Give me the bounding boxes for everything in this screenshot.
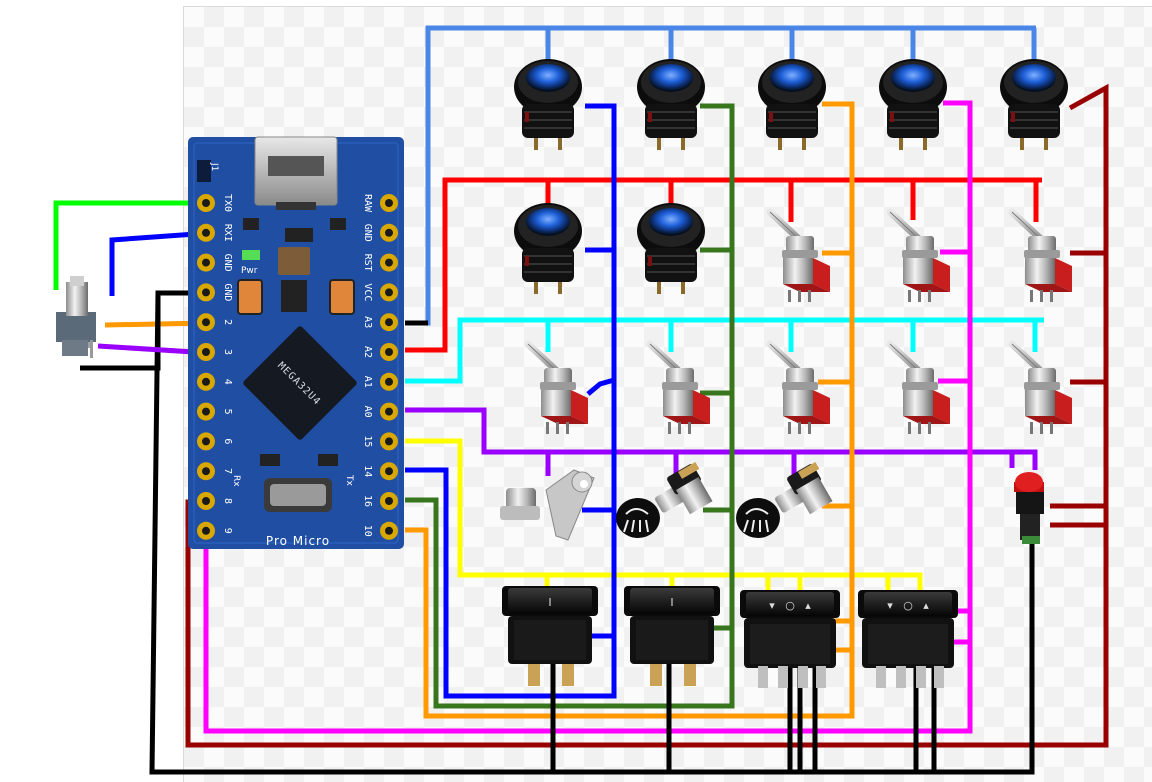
- toggle-switch-r3c3[interactable]: [770, 344, 830, 434]
- toggle-switch-r3c2[interactable]: [650, 344, 710, 434]
- left-pin-hole: [202, 288, 210, 297]
- wire-blue-encoder: [109, 230, 211, 296]
- wire-orange: [405, 101, 855, 719]
- left-pin-label: 8: [222, 498, 233, 504]
- wire-black-gnd: [80, 290, 206, 371]
- wire-lime: [53, 200, 210, 290]
- pro-micro-board: J1 Pwr MEGA32U4 Rx Tx Pro Micro TX0RXIGN…: [188, 136, 404, 549]
- left-pin-hole: [202, 348, 210, 356]
- right-pin-label: A2: [362, 346, 373, 358]
- pwr-label: Pwr: [241, 266, 258, 276]
- right-pin-label: GND: [362, 224, 373, 242]
- j1-label: J1: [209, 162, 219, 171]
- headlight-switch-2[interactable]: [735, 461, 834, 539]
- right-pin-label: A1: [362, 376, 373, 388]
- left-pin-label: 5: [222, 409, 233, 415]
- right-pin-hole: [385, 228, 393, 237]
- push-button-r1c3[interactable]: [757, 58, 827, 151]
- right-pin-label: 10: [362, 525, 373, 537]
- right-pin-hole: [385, 348, 393, 356]
- right-pin-hole: [385, 258, 393, 267]
- right-pin-label: 16: [362, 495, 373, 507]
- right-pin-label: A0: [362, 406, 373, 418]
- left-pin-hole: [202, 377, 210, 386]
- rocker-switch-1[interactable]: [502, 586, 598, 686]
- wire-blue: [405, 103, 617, 699]
- left-pin-label: TX0: [222, 194, 233, 212]
- left-pin-label: GND: [222, 283, 233, 301]
- left-pin-hole: [202, 467, 210, 476]
- toggle-switch-r3c4[interactable]: [890, 344, 950, 434]
- wire-green: [405, 103, 735, 709]
- push-button-r1c4[interactable]: [878, 58, 948, 151]
- left-pin-hole: [202, 318, 210, 327]
- left-pin-label: 4: [222, 379, 233, 385]
- right-pin-hole: [385, 318, 393, 327]
- left-pin-hole: [202, 199, 210, 207]
- toggle-switch-r2c4[interactable]: [890, 212, 950, 302]
- wire-cyan: [405, 317, 1044, 384]
- board-name: Pro Micro: [266, 534, 330, 548]
- left-pin-hole: [202, 407, 210, 416]
- push-button-r1c2[interactable]: [636, 58, 706, 151]
- toggle-switch-r3c1[interactable]: [528, 344, 588, 434]
- right-pin-label: 14: [362, 465, 373, 477]
- right-pin-label: 15: [362, 435, 373, 447]
- right-pin-hole: [385, 199, 393, 207]
- key-switch[interactable]: [500, 469, 595, 541]
- right-pin-hole: [385, 407, 393, 416]
- right-pin-hole: [385, 497, 393, 505]
- push-button-r1c5[interactable]: [999, 58, 1069, 151]
- right-pin-label: RST: [362, 254, 373, 272]
- push-button-r1c1[interactable]: [513, 58, 583, 151]
- left-pin-hole: [202, 228, 210, 237]
- toggle-switch-r2c5[interactable]: [1012, 212, 1072, 302]
- left-pin-label: 9: [222, 528, 233, 534]
- push-button-r2c1[interactable]: [513, 202, 583, 295]
- rocker-switch-2[interactable]: [624, 586, 720, 686]
- headlight-switch-1[interactable]: [615, 461, 714, 539]
- left-pin-label: 7: [222, 468, 233, 474]
- toggle-switch-r2c3[interactable]: [770, 212, 830, 302]
- wire-red: [405, 177, 1042, 353]
- wire-magenta: [203, 100, 973, 734]
- rocker-switch-3pos-2[interactable]: [858, 590, 958, 688]
- right-pin-label: A3: [362, 316, 373, 328]
- right-pin-hole: [385, 467, 393, 476]
- left-pin-label: 3: [222, 349, 233, 355]
- rotary-encoder: [56, 276, 96, 358]
- left-pin-label: GND: [222, 254, 233, 272]
- right-pin-hole: [385, 526, 393, 535]
- push-button-r2c2[interactable]: [636, 202, 706, 295]
- right-pin-hole: [385, 437, 393, 446]
- left-pin-hole: [202, 258, 210, 267]
- tx-label: Tx: [344, 474, 354, 486]
- left-pin-hole: [202, 437, 210, 446]
- wire-purple: [405, 407, 1038, 470]
- right-pin-hole: [385, 377, 393, 386]
- left-pin-label: 6: [222, 438, 233, 444]
- right-pin-hole: [385, 288, 393, 297]
- toggle-switch-r3c5[interactable]: [1012, 344, 1072, 434]
- left-pin-hole: [202, 497, 210, 505]
- left-pin-label: RXI: [222, 224, 233, 242]
- left-pin-label: 2: [222, 319, 233, 325]
- right-pin-label: RAW: [362, 194, 373, 213]
- right-pin-label: VCC: [362, 283, 373, 301]
- wire-yellow: [405, 438, 923, 595]
- rx-label: Rx: [231, 475, 241, 487]
- left-pin-hole: [202, 526, 210, 535]
- red-push-button[interactable]: [1014, 472, 1044, 544]
